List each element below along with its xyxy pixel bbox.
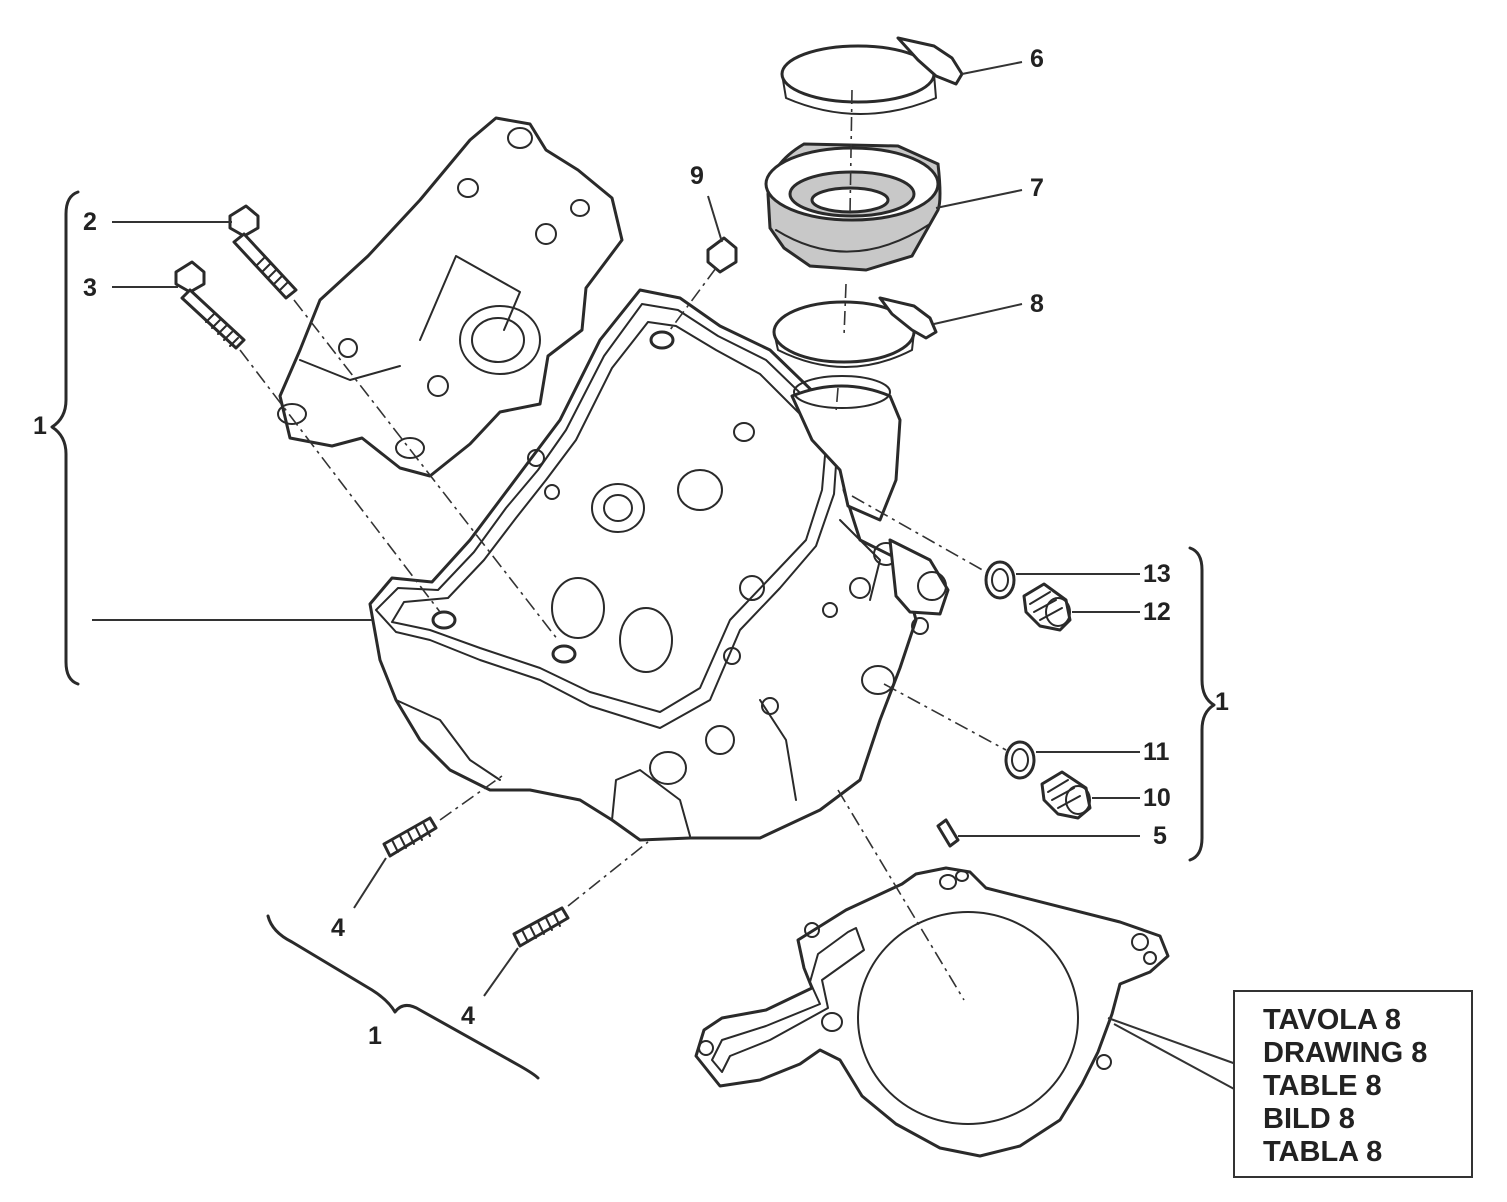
leader-lines [92, 61, 1237, 1091]
callout-2: 2 [83, 208, 97, 236]
pin-5 [936, 818, 960, 848]
washer-11 [1004, 740, 1036, 780]
callout-7: 7 [1030, 174, 1044, 202]
drawing-label-german: BILD 8 [1263, 1103, 1355, 1135]
callout-1-left: 1 [33, 412, 47, 440]
callout-12: 12 [1143, 598, 1171, 626]
callout-1-bottom: 1 [368, 1022, 382, 1050]
drawing-reference-box: TAVOLA 8 DRAWING 8 TABLE 8 BILD 8 TABLA … [1233, 990, 1473, 1178]
right-brace [1188, 546, 1216, 862]
bolt-2 [228, 204, 298, 300]
hose-clamp-6 [780, 36, 964, 115]
callout-9: 9 [690, 162, 704, 190]
callout-11: 11 [1143, 738, 1170, 766]
callout-4-upper: 4 [331, 914, 345, 942]
washer-13 [984, 560, 1016, 600]
bolt-3 [174, 260, 246, 350]
callout-8: 8 [1030, 290, 1044, 318]
callout-3: 3 [83, 274, 97, 302]
head-gasket [694, 866, 1170, 1158]
callout-6: 6 [1030, 45, 1044, 73]
drawing-label-italian: TAVOLA 8 [1263, 1004, 1402, 1036]
callout-13: 13 [1143, 560, 1171, 588]
assembly-lines [239, 89, 1007, 1001]
plug-10 [1040, 770, 1092, 820]
camshaft-holder [277, 116, 624, 478]
intake-coupling-7 [764, 142, 942, 272]
drawing-label-spanish: TABLA 8 [1263, 1136, 1383, 1168]
plug-12 [1022, 582, 1072, 632]
stud-4-lower [512, 906, 570, 948]
drawing-label-english: DRAWING 8 [1263, 1037, 1428, 1069]
callout-10: 10 [1143, 784, 1171, 812]
bottom-brace [266, 914, 540, 1080]
left-brace [50, 190, 80, 686]
stud-4-upper [382, 816, 438, 858]
callout-1-right: 1 [1215, 688, 1229, 716]
cylinder-head [368, 288, 950, 842]
hose-clamp-8 [772, 296, 938, 368]
dowel-pin-9 [706, 236, 738, 274]
callout-4-lower: 4 [461, 1002, 475, 1030]
callout-5: 5 [1153, 822, 1167, 850]
drawing-label-french: TABLE 8 [1263, 1070, 1382, 1102]
